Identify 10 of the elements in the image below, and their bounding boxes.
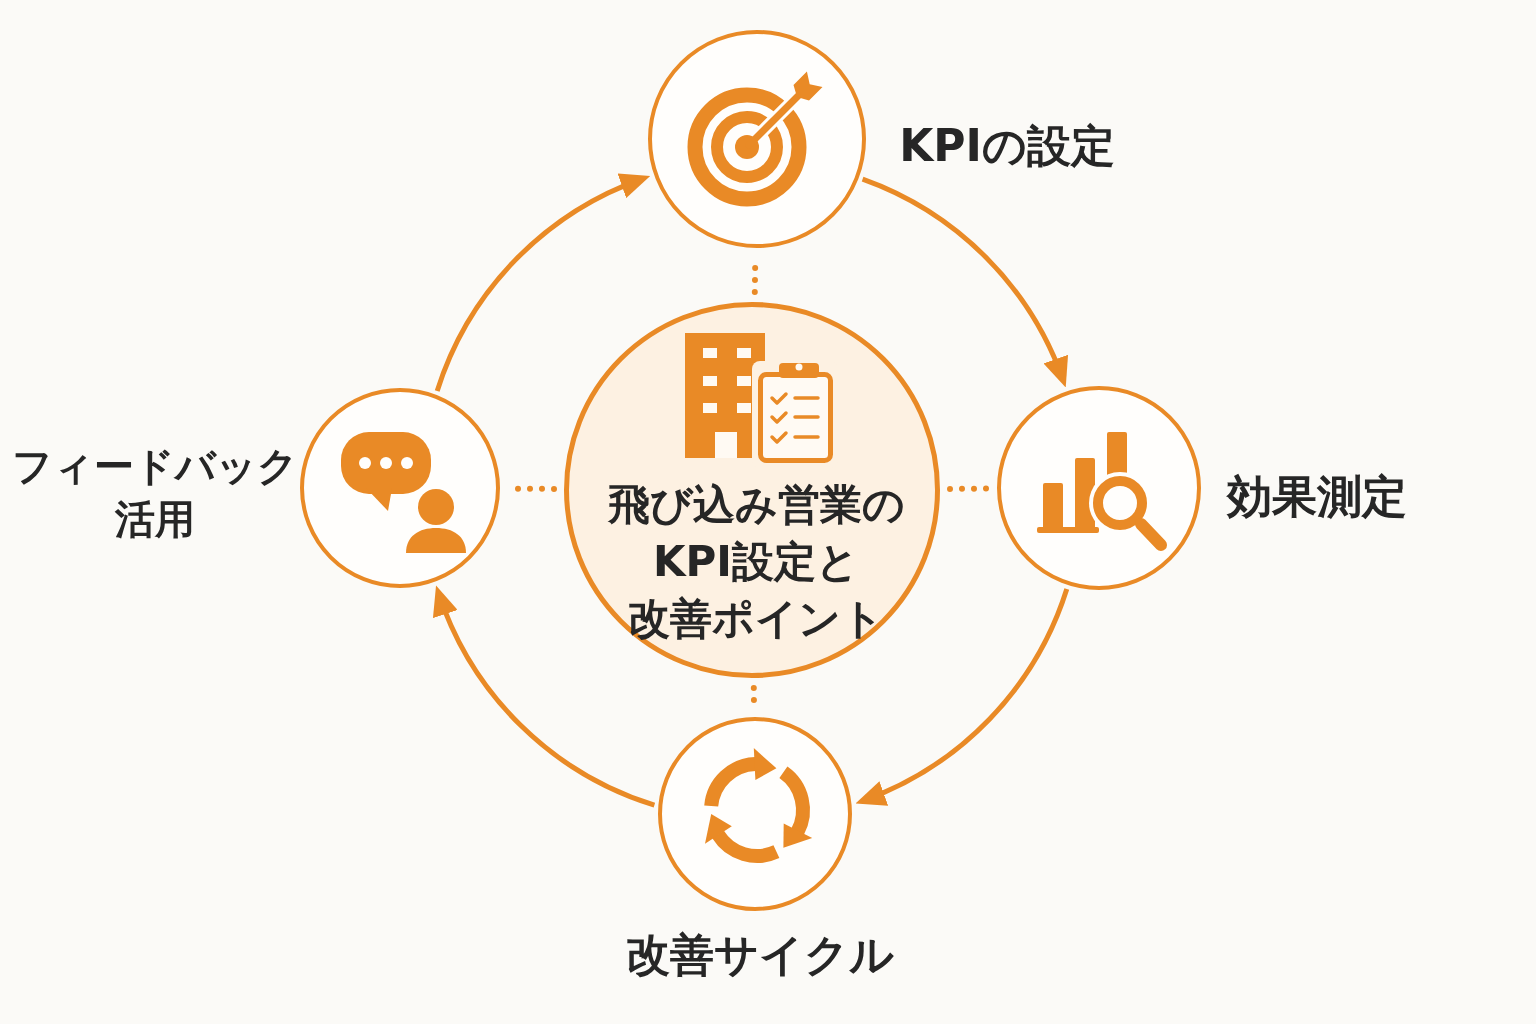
center-heading: 飛び込み営業のKPI設定と改善ポイント <box>606 478 906 645</box>
dotted-line <box>947 485 990 492</box>
curved-arrow <box>855 588 1070 805</box>
step-label: 効果測定 <box>1227 469 1407 525</box>
curved-arrow <box>434 175 651 392</box>
step-label: KPIの設定 <box>899 118 1115 173</box>
curved-arrow <box>434 585 656 808</box>
step-label: 改善サイクル <box>626 927 894 982</box>
step-label: フィードバック活用 <box>11 442 299 544</box>
curved-arrow <box>861 176 1067 388</box>
